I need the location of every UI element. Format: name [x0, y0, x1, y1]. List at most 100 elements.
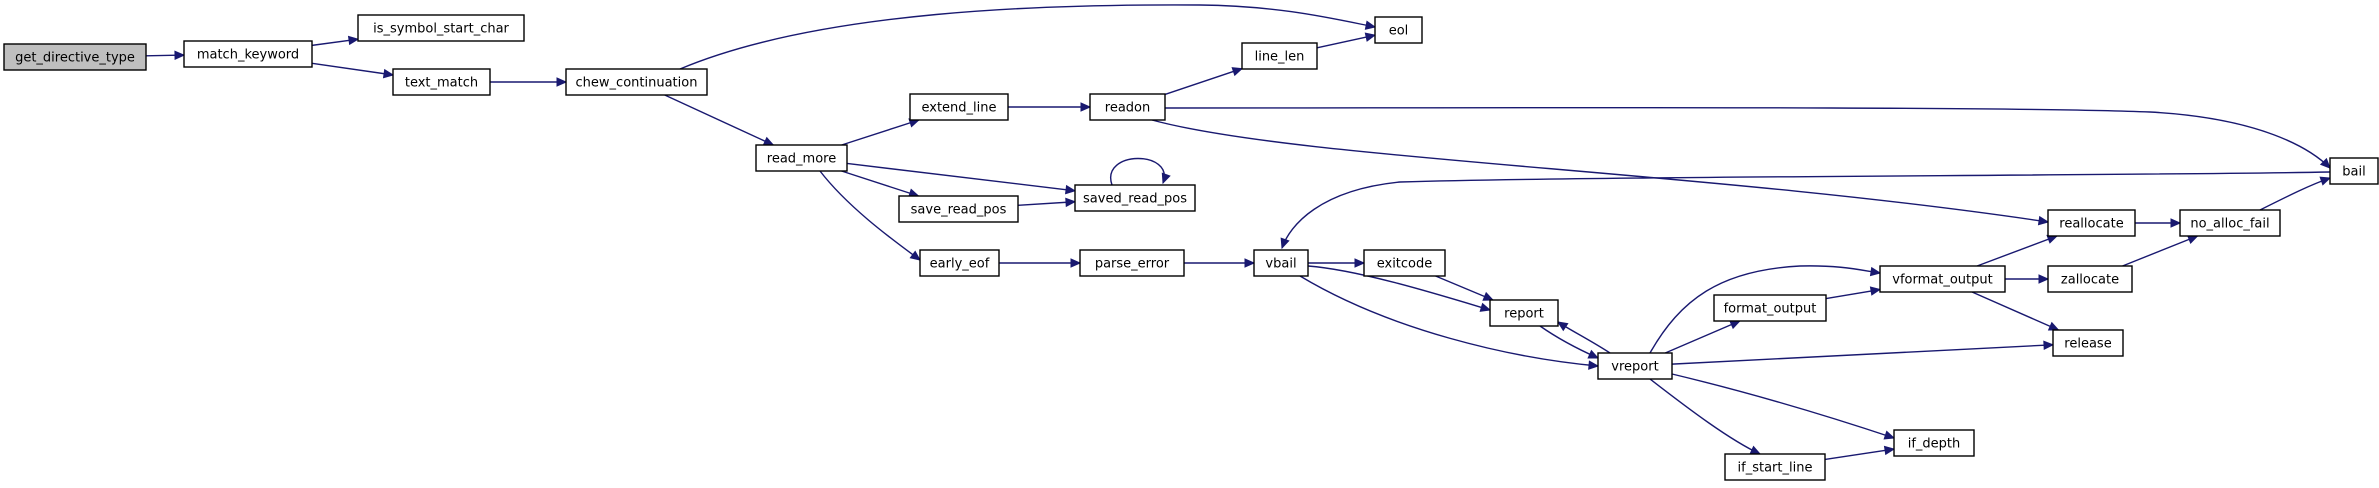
node-label: readon — [1105, 101, 1150, 116]
node-match_keyword[interactable]: match_keyword — [183, 40, 313, 68]
node-vformat_output[interactable]: vformat_output — [1879, 265, 2006, 293]
edge-line — [1110, 157, 1165, 186]
edge-readon-to-reallocate — [1151, 119, 2050, 226]
edge-arrowhead — [1883, 430, 1896, 440]
edge-arrowhead — [2186, 235, 2199, 244]
node-early_eof[interactable]: early_eof — [919, 249, 1000, 277]
node-label: eol — [1389, 24, 1409, 39]
node-box — [2179, 209, 2281, 237]
node-is_symbol_start_char[interactable]: is_symbol_start_char — [357, 14, 525, 42]
node-box — [919, 249, 1000, 277]
edge-line — [1824, 448, 1895, 461]
edge-arrowhead — [2319, 157, 2331, 169]
node-parse_error[interactable]: parse_error — [1079, 249, 1185, 277]
node-label: vreport — [1611, 360, 1658, 375]
edge-arrowhead — [1080, 102, 1092, 112]
node-box — [565, 68, 708, 96]
node-box — [357, 14, 525, 42]
edge-arrowhead — [382, 68, 395, 79]
node-label: no_alloc_fail — [2190, 217, 2269, 232]
node-label: is_symbol_start_char — [373, 22, 509, 37]
edge-vreport-to-if_start_line — [1649, 378, 1762, 455]
node-report[interactable]: report — [1489, 299, 1559, 327]
node-box — [898, 195, 1019, 223]
node-label: read_more — [767, 152, 836, 167]
edge-vbail-to-report — [1307, 265, 1492, 312]
edge-line — [1664, 320, 1741, 354]
node-vreport[interactable]: vreport — [1597, 352, 1673, 380]
node-box — [1253, 249, 1309, 277]
node-vbail[interactable]: vbail — [1253, 249, 1309, 277]
edge-line — [1281, 171, 2331, 249]
node-bail[interactable]: bail — [2329, 157, 2379, 185]
edge-vreport-to-vformat_output — [1649, 265, 1882, 354]
edge-line — [1151, 119, 2049, 223]
edge-arrowhead — [1556, 321, 1569, 332]
node-readon[interactable]: readon — [1089, 93, 1166, 121]
node-extend_line[interactable]: extend_line — [909, 93, 1009, 121]
node-exitcode[interactable]: exitcode — [1363, 249, 1446, 277]
edge-line — [841, 119, 920, 146]
edge-arrowhead — [347, 35, 360, 46]
edge-vreport-to-if_depth — [1671, 373, 1896, 440]
edge-arrowhead — [1587, 349, 1600, 359]
edge-line_len-to-eol — [1316, 32, 1377, 49]
edge-format_output-to-vformat_output — [1825, 286, 1882, 300]
edge-arrowhead — [1482, 291, 1495, 301]
edge-vbail-to-exitcode — [1308, 258, 1366, 268]
edge-arrowhead — [2170, 218, 2182, 228]
node-if_start_line[interactable]: if_start_line — [1724, 453, 1826, 481]
nodes-layer: get_directive_type match_keyword is_symbol… — [3, 14, 2379, 481]
node-chew_continuation[interactable]: chew_continuation — [565, 68, 708, 96]
edge-if_start_line-to-if_depth — [1824, 445, 1896, 461]
node-save_read_pos[interactable]: save_read_pos — [898, 195, 1019, 223]
edge-arrowhead — [1749, 445, 1762, 455]
edge-bail-to-vbail — [1280, 171, 2331, 250]
edge-arrowhead — [1231, 67, 1244, 77]
node-format_output[interactable]: format_output — [1713, 294, 1827, 322]
node-label: early_eof — [930, 257, 990, 272]
node-zallocate[interactable]: zallocate — [2047, 265, 2133, 293]
node-release[interactable]: release — [2052, 329, 2124, 357]
node-line_len[interactable]: line_len — [1241, 42, 1318, 70]
edge-report-to-vreport — [1539, 325, 1600, 359]
edge-line — [311, 62, 394, 76]
edge-arrowhead — [1588, 360, 1600, 370]
node-label: get_directive_type — [15, 51, 135, 66]
node-box — [1879, 265, 2006, 293]
edge-arrowhead — [1065, 197, 1077, 208]
edge-line — [679, 4, 1376, 70]
edge-chew_continuation-to-eol — [679, 4, 1377, 70]
edge-line — [1539, 325, 1599, 359]
node-read_more[interactable]: read_more — [755, 144, 848, 172]
edge-read_more-to-extend_line — [841, 118, 921, 146]
node-label: release — [2064, 337, 2111, 352]
node-label: save_read_pos — [911, 203, 1007, 218]
edge-arrowhead — [1729, 320, 1741, 330]
node-no_alloc_fail[interactable]: no_alloc_fail — [2179, 209, 2281, 237]
node-get_directive_type[interactable]: get_directive_type — [3, 43, 147, 71]
edge-reallocate-to-no_alloc_fail — [2135, 218, 2182, 228]
edge-zallocate-to-no_alloc_fail — [2122, 235, 2199, 267]
edge-save_read_pos-to-saved_read_pos — [1017, 197, 1077, 208]
edge-line — [1164, 106, 2331, 169]
node-box — [2329, 157, 2379, 185]
node-eol[interactable]: eol — [1374, 16, 1423, 44]
node-saved_read_pos[interactable]: saved_read_pos — [1074, 184, 1196, 212]
edge-line — [1649, 265, 1881, 354]
edge-line — [1307, 265, 1491, 311]
edge-arrowhead — [174, 50, 186, 61]
edge-parse_error-to-vbail — [1184, 258, 1256, 268]
node-label: saved_read_pos — [1083, 192, 1187, 207]
edge-arrowhead — [1364, 20, 1377, 30]
node-text_match[interactable]: text_match — [392, 68, 491, 96]
node-box — [1713, 294, 1827, 322]
node-box — [1724, 453, 1826, 481]
node-box — [2047, 209, 2136, 237]
node-box — [1893, 429, 1975, 457]
node-reallocate[interactable]: reallocate — [2047, 209, 2136, 237]
edge-match_keyword-to-text_match — [311, 62, 395, 79]
edge-line — [1649, 378, 1761, 455]
node-if_depth[interactable]: if_depth — [1893, 429, 1975, 457]
